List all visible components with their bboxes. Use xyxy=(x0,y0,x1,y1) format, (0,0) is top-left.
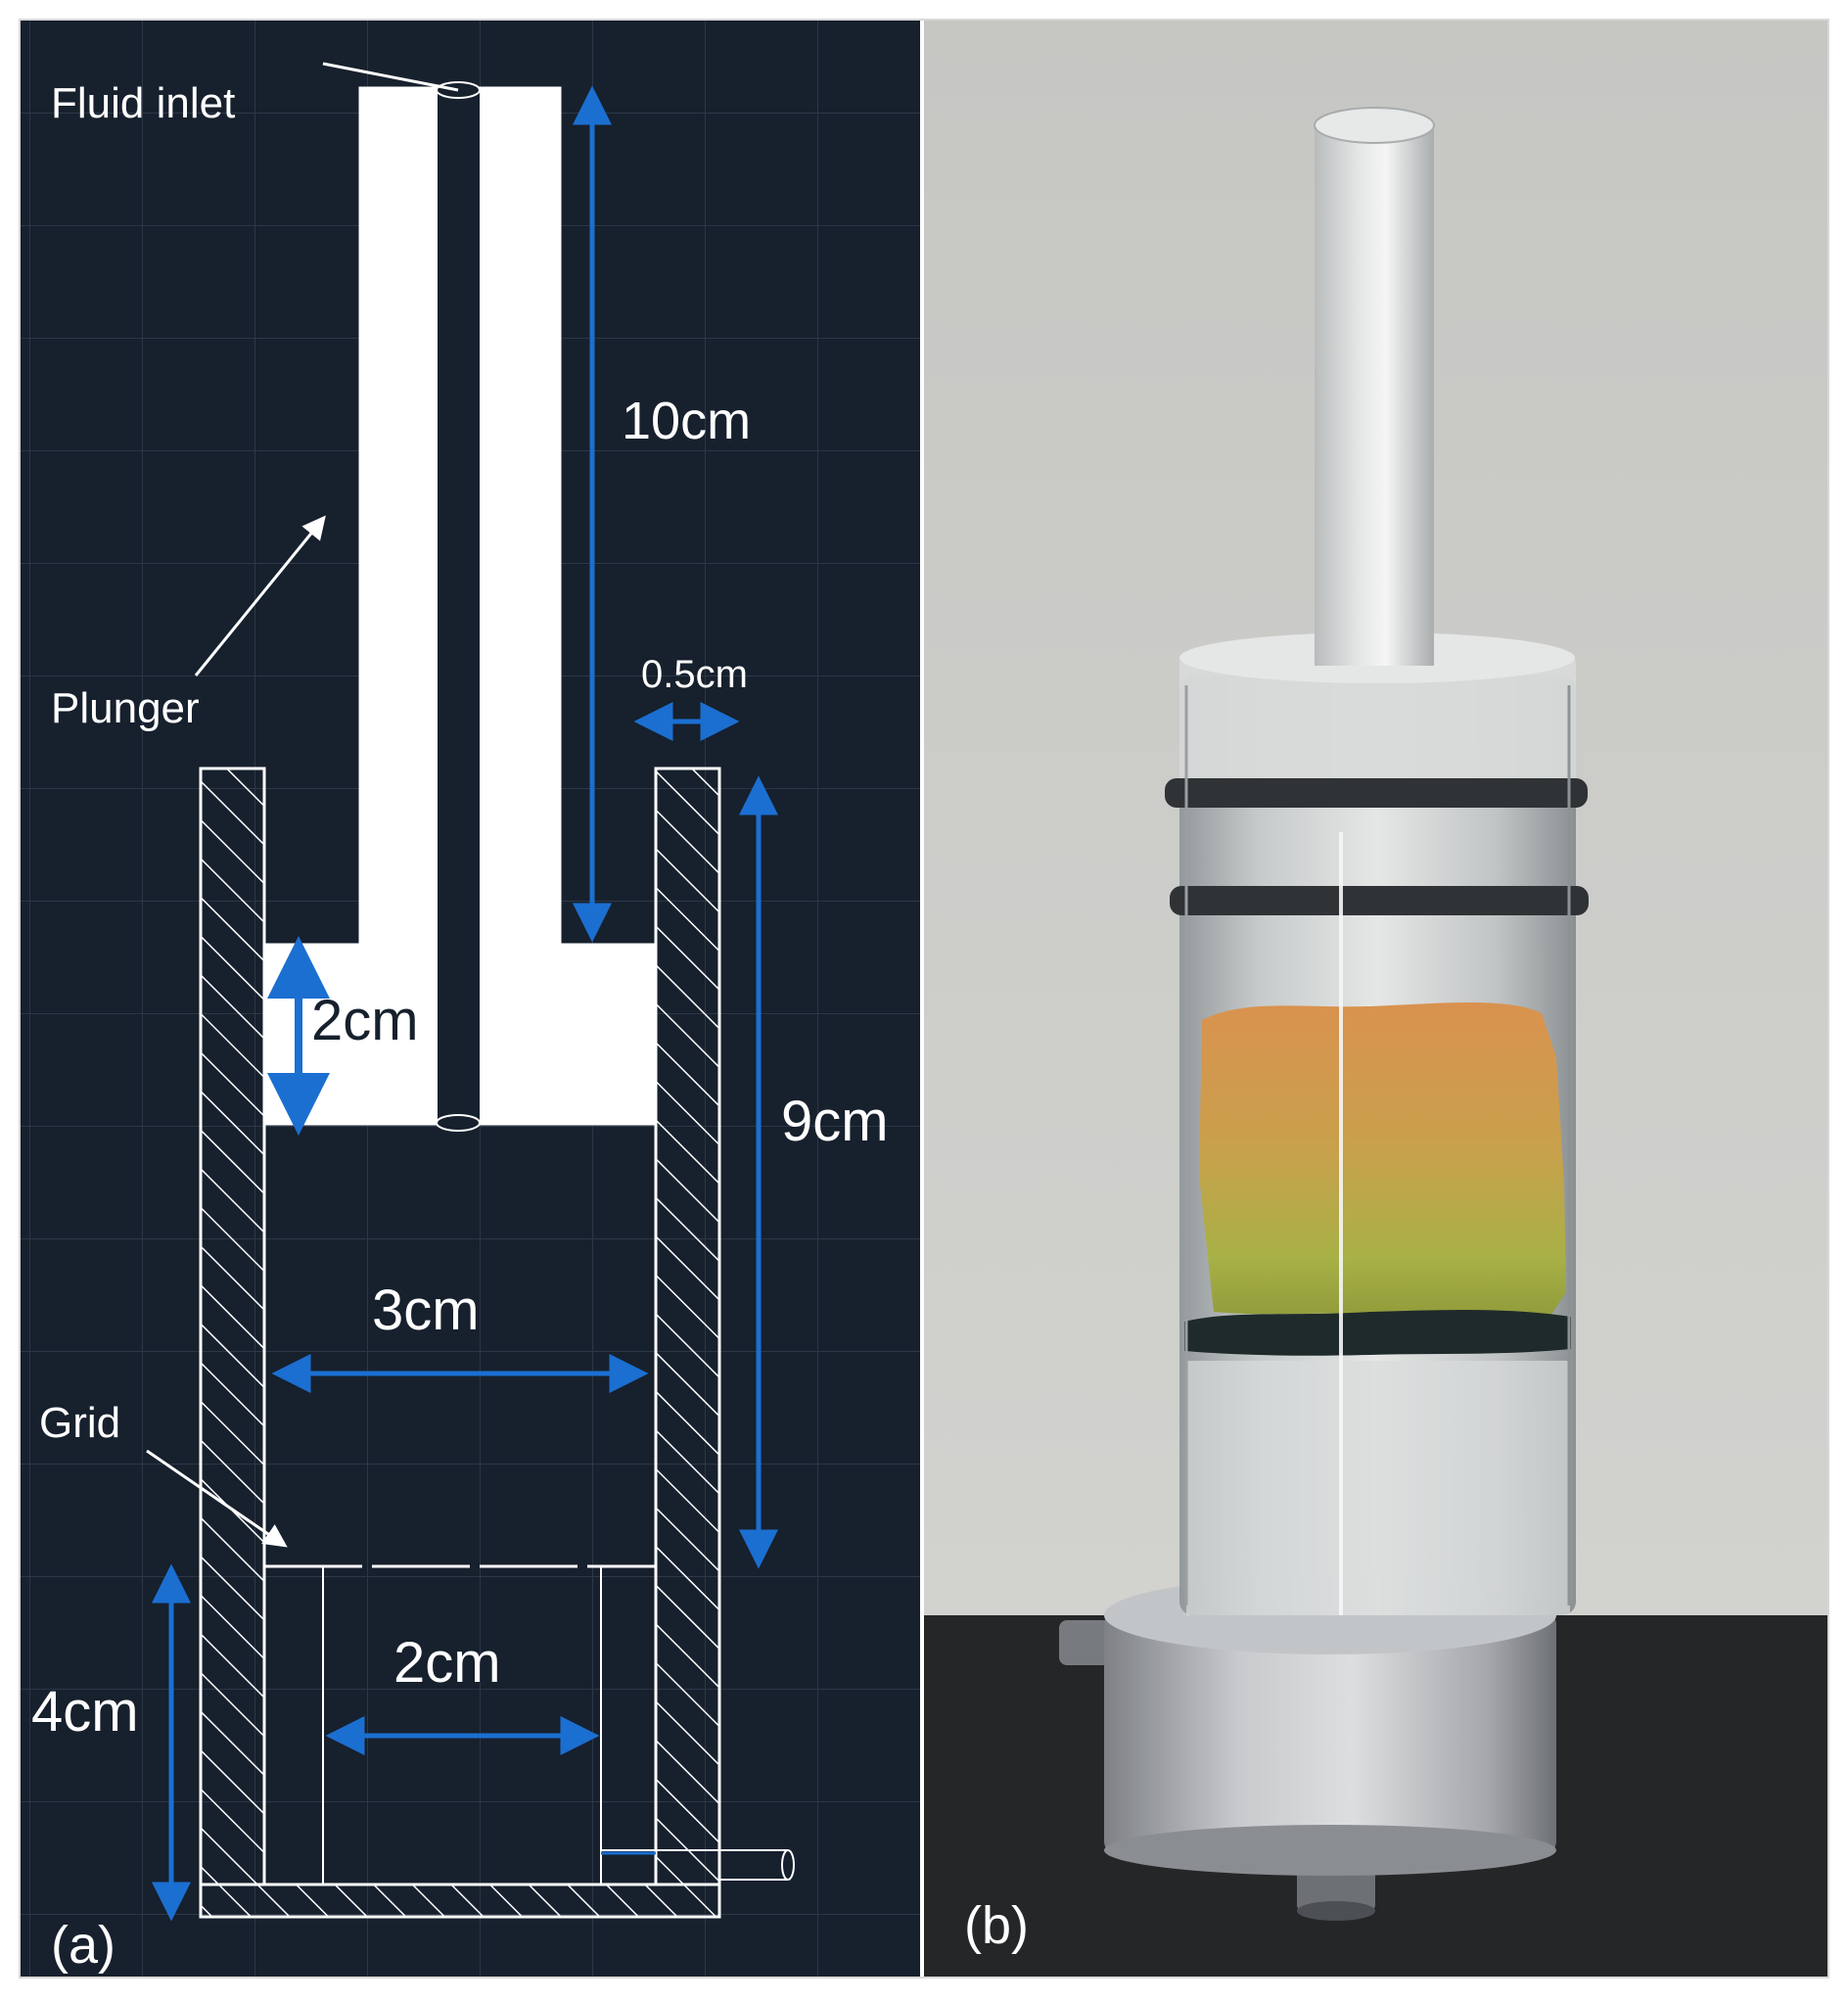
left-cylinder-wall xyxy=(199,767,266,1886)
clear-liquid-section xyxy=(1186,1361,1570,1615)
glass-top-collar xyxy=(1179,654,1576,801)
label-grid: Grid xyxy=(39,1399,120,1447)
base-foot-bottom xyxy=(1297,1901,1375,1921)
side-knob xyxy=(1059,1620,1110,1665)
cylinder-floor xyxy=(199,1883,721,1919)
panel-a-schematic: Fluid inlet Plunger Grid 10cm 0.5cm 9cm … xyxy=(20,20,920,1978)
right-cylinder-wall xyxy=(654,767,721,1886)
fluid-inlet-channel xyxy=(437,88,481,1124)
panel-b-photo: (b) xyxy=(924,20,1828,1978)
leader-grid xyxy=(146,1449,288,1548)
dim-label-2cm-width: 2cm xyxy=(393,1631,501,1695)
panel-a-tag: (a) xyxy=(51,1916,116,1975)
o-ring-lower xyxy=(1170,886,1589,915)
label-plunger: Plunger xyxy=(51,684,200,732)
figure-border xyxy=(19,19,1829,1978)
dim-label-3cm: 3cm xyxy=(372,1279,480,1342)
leader-fluid-inlet xyxy=(322,62,459,92)
plunger-tube xyxy=(1315,122,1434,666)
metal-base xyxy=(1104,1610,1556,1855)
leader-plunger xyxy=(194,515,326,676)
dim-label-9cm: 9cm xyxy=(781,1090,889,1153)
dim-label-0-5cm: 0.5cm xyxy=(641,653,748,696)
sample-mass xyxy=(1199,1002,1566,1322)
dim-label-2cm-height: 2cm xyxy=(311,989,419,1052)
panel-b-tag: (b) xyxy=(964,1896,1029,1955)
metal-base-bottom-edge xyxy=(1104,1825,1556,1876)
dim-label-10cm: 10cm xyxy=(622,392,751,450)
sediment-layer xyxy=(1184,1309,1571,1356)
plunger-tube-top xyxy=(1314,107,1435,144)
fluid-outlet-opening xyxy=(436,1114,481,1132)
dim-label-4cm: 4cm xyxy=(31,1680,139,1744)
o-ring-upper xyxy=(1165,778,1588,808)
label-fluid-inlet: Fluid inlet xyxy=(51,79,235,127)
outlet-pipe-end xyxy=(781,1849,795,1881)
